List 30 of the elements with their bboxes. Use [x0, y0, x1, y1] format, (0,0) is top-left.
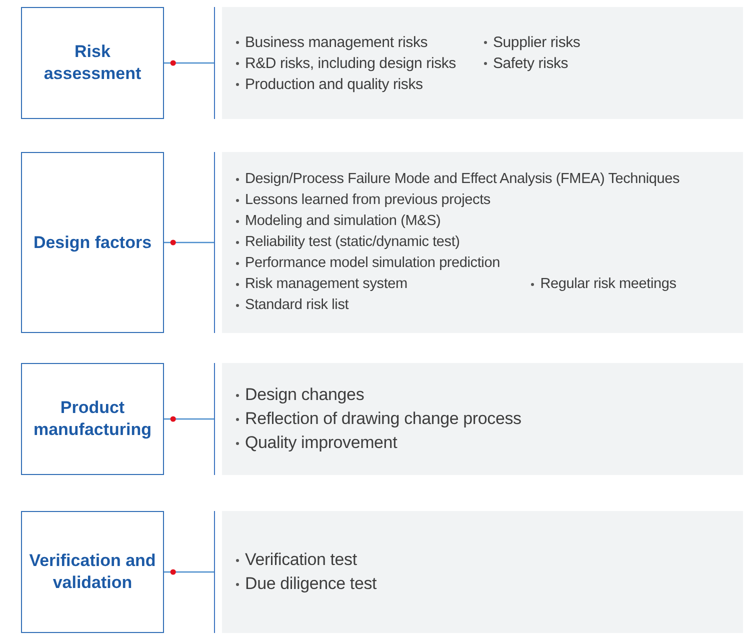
list-item: Modeling and simulation (M&S): [245, 212, 441, 231]
list-item: Production and quality risks: [245, 74, 423, 94]
list-item: Verification test: [245, 549, 357, 571]
list-item: Business management risks: [245, 32, 428, 52]
category-box: [21, 511, 164, 633]
category-box: [21, 152, 164, 333]
list-item: Lessons learned from previous projects: [245, 191, 490, 210]
list-item: R&D risks, including design risks: [245, 54, 456, 74]
list-item: Supplier risks: [492, 32, 580, 52]
list-item: Reflection of drawing change process: [245, 408, 522, 430]
connector-line: [164, 416, 214, 422]
list-item: Risk management system: [245, 275, 408, 294]
category-box: [21, 363, 164, 475]
list-item: Performance model simulation prediction: [245, 254, 500, 273]
list-item: Due diligence test: [245, 573, 377, 595]
category-title: Design factors: [33, 232, 152, 254]
connector-line: [164, 60, 214, 66]
connector-line: [164, 240, 214, 246]
connector-line: [164, 569, 214, 575]
list-item: Regular risk meetings: [540, 275, 676, 294]
list-item: Standard risk list: [245, 296, 349, 315]
list-item: Safety risks: [492, 54, 568, 74]
category-box: [21, 7, 164, 119]
list-item: Quality improvement: [245, 432, 398, 454]
list-item: Design changes: [245, 384, 364, 406]
list-item: Reliability test (static/dynamic test): [245, 233, 460, 252]
category-title: Product manufacturing: [32, 397, 153, 441]
list-item: Design/Process Failure Mode and Effect Analysis (FMEA) Techniques: [245, 170, 680, 189]
category-title: Risk assessment: [42, 41, 142, 85]
category-title: Verification and validation: [28, 550, 157, 594]
